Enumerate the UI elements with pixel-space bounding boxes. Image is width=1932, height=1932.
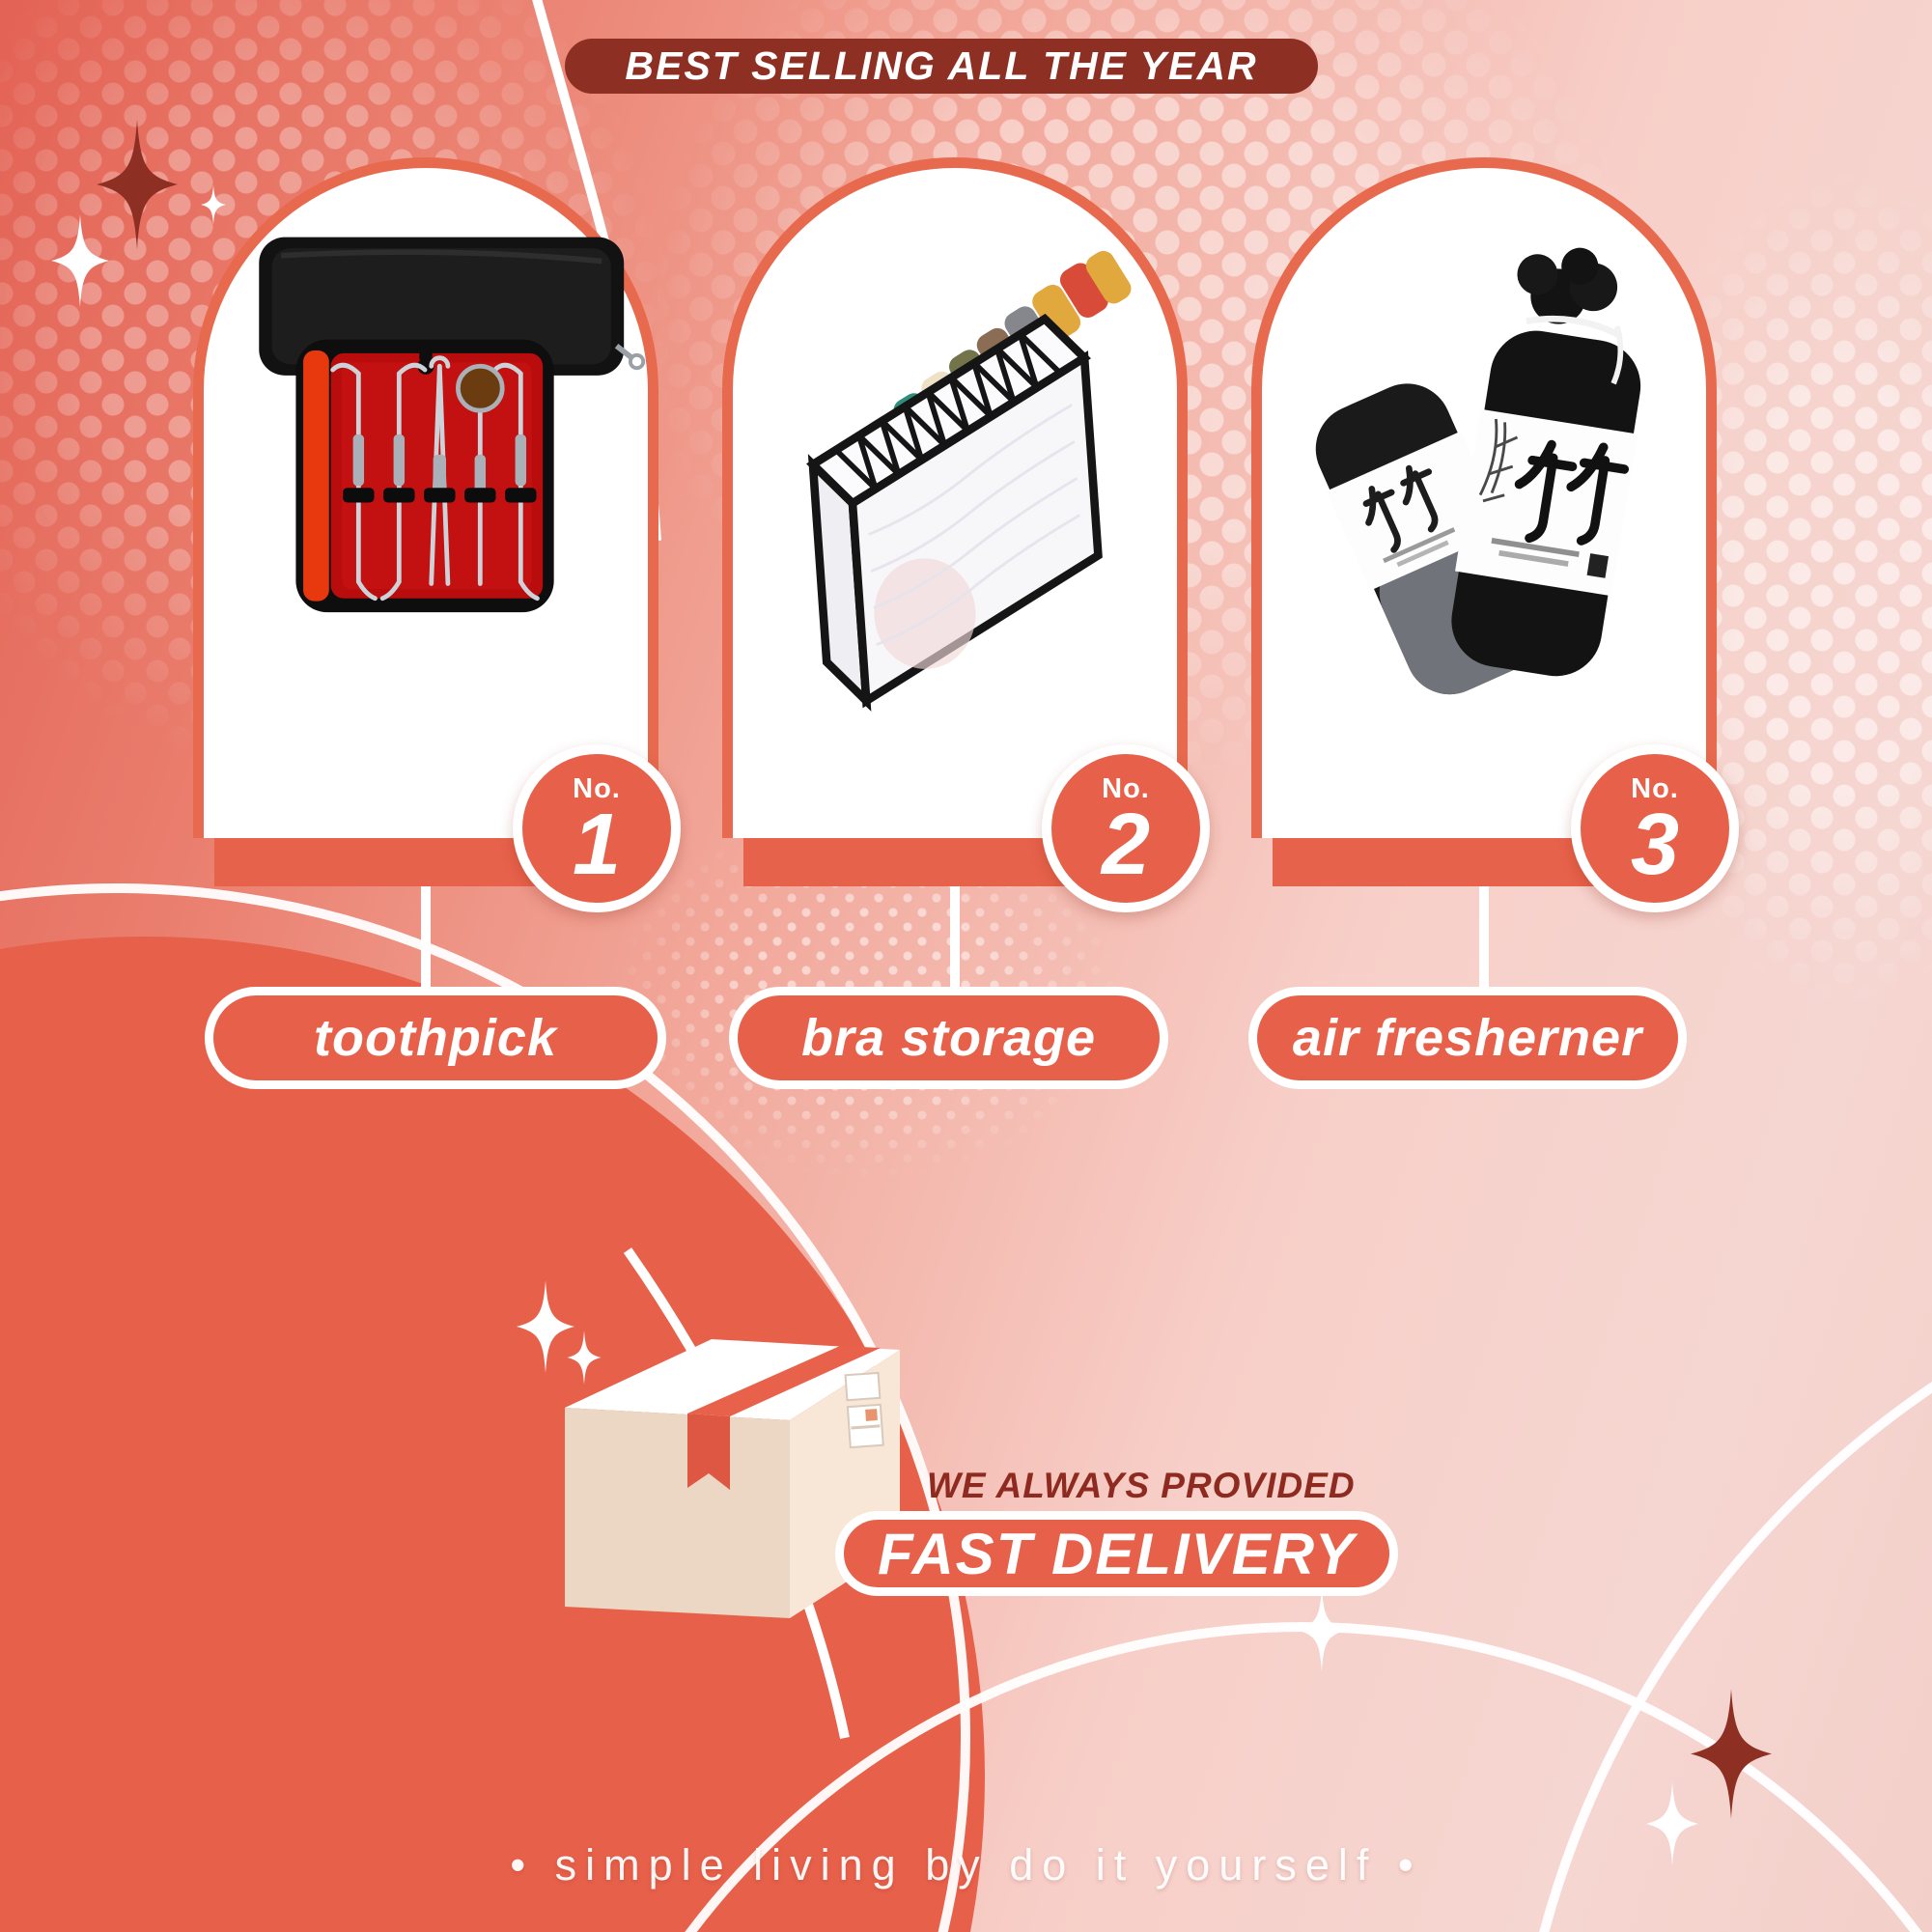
product-name-pill-2: bra storage: [729, 987, 1168, 1089]
delivery-eyebrow: WE ALWAYS PROVIDED: [927, 1466, 1356, 1505]
rank-badge-3: No. 3: [1571, 744, 1739, 912]
footer-tagline: • simple living by do it yourself •: [510, 1840, 1422, 1890]
package-box-icon: [565, 1339, 900, 1618]
mesh-organizer-photo: [806, 250, 1132, 712]
sparkle-icon: [567, 1330, 602, 1385]
product-card-1: [193, 157, 658, 838]
product-name-pill-3: air fresherner: [1248, 987, 1687, 1089]
header-title: BEST SELLING ALL THE YEAR: [625, 43, 1258, 88]
rank-label: No.: [1631, 773, 1679, 804]
sparkle-icon: [97, 119, 178, 250]
rank-number: 3: [1630, 797, 1680, 893]
sparkle-icon: [1691, 1689, 1772, 1819]
sparkle-icon: [1646, 1781, 1698, 1866]
rank-badge-2: No. 2: [1042, 744, 1210, 912]
product-card-3: [1251, 157, 1717, 838]
rank-number: 1: [572, 797, 622, 893]
product-name-pill-1: toothpick: [205, 987, 666, 1089]
product-name: air fresherner: [1292, 1009, 1643, 1067]
connector-line: [950, 886, 960, 989]
fast-delivery-banner: FAST DELIVERY: [835, 1511, 1398, 1596]
fast-delivery-text: FAST DELIVERY: [878, 1521, 1356, 1586]
header-banner: BEST SELLING ALL THE YEAR: [565, 39, 1318, 94]
connector-line: [1479, 886, 1489, 989]
connector-line: [421, 886, 431, 989]
rank-badge-1: No. 1: [513, 744, 681, 912]
rank-label: No.: [1102, 773, 1150, 804]
sparkle-icon: [1296, 1588, 1348, 1671]
product-name: bra storage: [800, 1009, 1097, 1067]
rank-label: No.: [573, 773, 621, 804]
sparkle-icon: [201, 184, 226, 225]
product-name: toothpick: [314, 1009, 557, 1067]
product-card-2: [722, 157, 1188, 838]
dental-kit-photo: [259, 237, 646, 613]
charcoal-bags-photo: [1315, 247, 1641, 695]
rank-number: 2: [1101, 797, 1151, 893]
sparkle-icon: [517, 1280, 574, 1373]
sparkle-icon: [51, 214, 109, 307]
